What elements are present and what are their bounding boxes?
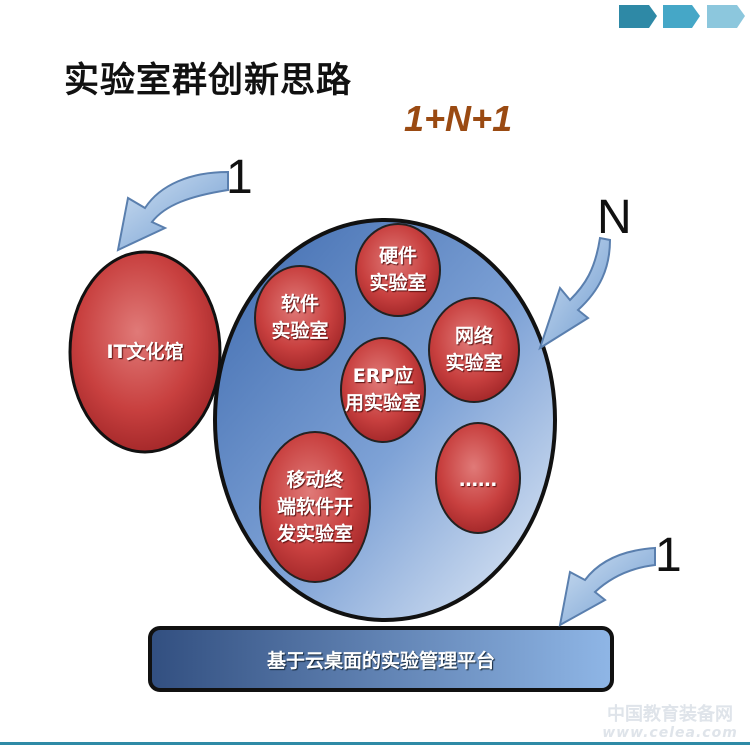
label-one-left: 1 xyxy=(226,151,253,204)
curved-arrow-icon-bottom xyxy=(558,546,656,627)
hardware-lab-circle xyxy=(355,223,441,317)
software-lab-circle xyxy=(254,265,346,371)
chevron-icon-3 xyxy=(707,5,745,28)
watermark-line2: www.celea.com xyxy=(602,725,738,741)
mobile-lab-label: 移动终 端软件开 发实验室 xyxy=(276,469,353,545)
watermark-line1: 中国教育装备网 xyxy=(607,704,733,725)
platform-bar xyxy=(148,626,614,692)
chevron-icon-2 xyxy=(663,5,700,28)
platform-label: 基于云桌面的实验管理平台 xyxy=(266,649,495,672)
network-lab-label: 网络 实验室 xyxy=(445,325,503,374)
it-culture-label: IT文化馆 xyxy=(106,340,184,363)
watermark: 中国教育装备网 www.celea.com xyxy=(590,706,750,742)
mobile-lab-circle xyxy=(259,431,371,583)
label-one-bottom: 1 xyxy=(655,529,682,582)
more-lab-circle xyxy=(435,422,521,534)
footer-line xyxy=(0,742,750,745)
curved-arrow-icon-left xyxy=(116,170,229,252)
network-lab-circle xyxy=(428,297,520,403)
erp-lab-circle xyxy=(340,337,426,443)
it-culture-circle xyxy=(68,250,222,454)
curved-arrow-icon-n xyxy=(538,236,612,351)
software-lab-label: 软件 实验室 xyxy=(271,293,329,342)
page-title: 实验室群创新思路 xyxy=(64,61,353,101)
label-n: N xyxy=(597,191,632,244)
formula-text: 1+N+1 xyxy=(404,98,513,139)
more-labs-label: …… xyxy=(459,468,497,491)
hardware-lab-label: 硬件 实验室 xyxy=(369,245,427,294)
erp-lab-label: ERP应 用实验室 xyxy=(344,365,421,414)
chevron-icon-1 xyxy=(619,5,657,28)
